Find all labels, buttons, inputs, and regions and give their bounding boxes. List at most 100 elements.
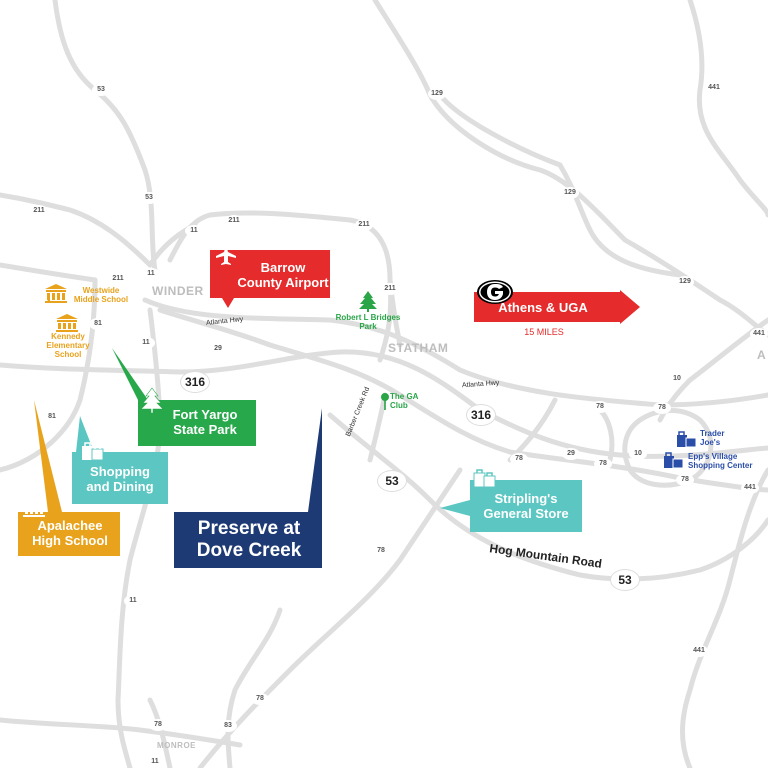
map-pin-icon	[381, 393, 389, 410]
kennedy-line3: School	[54, 349, 82, 359]
route-shield-10: 10	[629, 448, 647, 460]
stripling-line1: Stripling's	[494, 491, 558, 507]
epps-line2: Shopping Center	[688, 460, 753, 470]
shopping-bag-icon	[473, 469, 496, 488]
westwide-label[interactable]: Westwide Middle School	[66, 286, 136, 305]
athens-distance: 15 MILES	[524, 327, 564, 337]
route-shield-78: 78	[591, 401, 609, 413]
fort-yargo-marker[interactable]	[112, 348, 258, 448]
route-shield-441: 441	[705, 82, 723, 94]
route-shield-129: 129	[676, 276, 694, 288]
route-shield-53: 53	[611, 570, 639, 590]
preserve-label: Preserve at Dove Creek	[176, 515, 322, 565]
apalachee-line1: Apalachee	[37, 518, 103, 534]
trader-joes-label[interactable]: Trader Joe's	[700, 429, 740, 448]
town-statham: STATHAM	[388, 341, 449, 355]
school-icon	[56, 314, 78, 332]
school-icon	[23, 499, 45, 517]
route-shield-211: 211	[109, 273, 127, 285]
robert-bridges-line1: Robert L Bridges	[335, 313, 401, 322]
preserve-marker[interactable]	[174, 408, 324, 570]
epps-line1: Epp's Village	[688, 452, 738, 461]
trader-joes-line1: Trader	[700, 429, 725, 438]
airport-line2: County Airport	[237, 275, 329, 290]
route-shield-53: 53	[92, 84, 110, 96]
route-shield-78: 78	[676, 474, 694, 486]
route-shield-78: 78	[510, 453, 528, 465]
airport-line1: Barrow	[260, 260, 306, 276]
route-shield-211: 211	[381, 283, 399, 295]
kennedy-line2: Elementary	[46, 340, 90, 350]
route-shield-29: 29	[562, 448, 580, 460]
ga-club-label[interactable]: The GA Club	[390, 392, 430, 411]
shopping-bag-icon	[664, 452, 684, 469]
route-shield-83: 83	[219, 720, 237, 732]
route-shield-78: 78	[372, 545, 390, 557]
route-shield-441: 441	[741, 482, 759, 494]
route-shield-53: 53	[378, 471, 406, 491]
fort-yargo-line1: Fort Yargo	[172, 407, 238, 423]
route-shield-316: 316	[181, 372, 209, 392]
westwide-line2: Middle School	[73, 294, 129, 304]
stripling-label: Stripling's General Store	[472, 486, 580, 528]
route-shield-11: 11	[185, 225, 203, 237]
preserve-line2: Dove Creek	[196, 540, 302, 561]
tree-icon	[140, 387, 164, 413]
route-shield-81: 81	[89, 318, 107, 330]
uga-g-logo	[477, 280, 513, 304]
route-shield-211: 211	[355, 219, 373, 231]
route-shield-11: 11	[124, 595, 142, 607]
epps-village-label[interactable]: Epp's Village Shopping Center	[688, 452, 766, 471]
stripling-line2: General Store	[483, 506, 569, 521]
shopping-line2: and Dining	[86, 479, 154, 494]
route-shield-11: 11	[146, 756, 164, 768]
trader-joes-line2: Joe's	[700, 437, 721, 447]
westwide-line1: Westwide	[82, 286, 120, 295]
route-shield-129: 129	[428, 88, 446, 100]
shopping-line1: Shopping	[90, 464, 150, 480]
kennedy-line1: Kennedy	[51, 332, 85, 341]
route-shield-10: 10	[668, 373, 686, 385]
town-winder: WINDER	[152, 284, 204, 298]
ga-club-line2: Club	[390, 400, 408, 410]
route-shield-211: 211	[225, 215, 243, 227]
shopping-bag-icon	[677, 431, 697, 448]
route-shield-78: 78	[594, 458, 612, 470]
town-monroe: MONROE	[157, 741, 196, 750]
route-shield-53: 53	[140, 192, 158, 204]
apalachee-line2: High School	[32, 533, 108, 548]
tree-icon	[359, 291, 377, 312]
fort-yargo-line2: State Park	[173, 422, 237, 437]
kennedy-label[interactable]: Kennedy Elementary School	[42, 332, 94, 359]
athens-arrow[interactable]	[474, 290, 640, 326]
airport-marker[interactable]	[210, 250, 332, 310]
airport-label: Barrow County Airport	[236, 258, 330, 294]
route-shield-11: 11	[142, 268, 160, 280]
robert-bridges-line2: Park	[359, 321, 377, 331]
route-shield-78: 78	[251, 693, 269, 705]
stripling-marker[interactable]	[440, 478, 584, 534]
route-shield-129: 129	[561, 187, 579, 199]
airplane-icon	[216, 245, 236, 265]
ga-club-line1: The GA	[390, 392, 419, 401]
route-shield-78: 78	[149, 719, 167, 731]
route-shield-211: 211	[30, 205, 48, 217]
town-edge: A	[757, 348, 767, 362]
shopping-label: Shopping and Dining	[74, 460, 166, 500]
route-shield-441: 441	[690, 645, 708, 657]
school-icon	[45, 284, 67, 303]
shopping-marker[interactable]	[70, 416, 170, 506]
route-shield-441: 441	[750, 328, 768, 340]
apalachee-label: Apalachee High School	[20, 516, 120, 552]
route-shield-11: 11	[137, 337, 155, 349]
robert-bridges-park-label[interactable]: Robert L Bridges Park	[330, 313, 406, 332]
preserve-line1: Preserve at	[197, 518, 301, 540]
athens-title: Athens & UGA	[498, 299, 588, 315]
route-shield-316: 316	[467, 405, 495, 425]
fort-yargo-label: Fort Yargo State Park	[156, 404, 254, 442]
route-shield-78: 78	[653, 402, 671, 414]
route-shield-29: 29	[209, 343, 227, 355]
shopping-bag-icon	[82, 442, 104, 461]
